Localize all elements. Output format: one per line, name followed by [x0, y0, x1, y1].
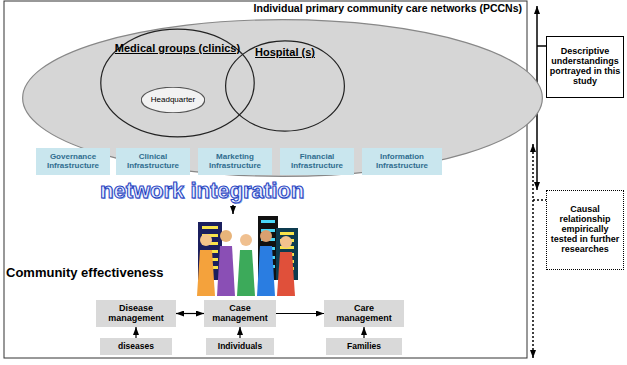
community-illustration: [197, 250, 215, 296]
community-illustration: [237, 250, 255, 296]
node-label: Descriptive understandings portrayed in …: [549, 47, 621, 87]
process-box: Financial Infrastructure: [280, 148, 354, 175]
integration-title: network integration: [100, 179, 304, 203]
node-label: Headquarter: [151, 96, 195, 105]
community-illustration: [200, 234, 212, 246]
node-label: Hospital (s): [255, 46, 315, 58]
node-label: Marketing Infrastructure: [200, 153, 270, 171]
connector-arrow: [176, 313, 204, 314]
process-box: Governance Infrastructure: [36, 148, 110, 175]
node-label: Medical groups (clinics): [115, 42, 240, 54]
process-box: Care management: [324, 300, 404, 327]
community-illustration: [260, 230, 272, 242]
node-label: Care management: [326, 304, 402, 324]
ellipse-shape: [101, 29, 254, 137]
study-scope-arrows: [532, 144, 534, 358]
process-box: diseases: [100, 338, 172, 355]
node-label: Individuals: [218, 342, 262, 351]
ellipse-node: Headquarter: [141, 87, 205, 113]
node-label: Case management: [206, 304, 274, 324]
node-label: Clinical Infrastructure: [118, 153, 188, 171]
study-scope-arrows: [537, 45, 546, 47]
community-illustration: [277, 252, 295, 296]
city-windows: [202, 226, 218, 229]
ellipse-shape: [23, 20, 543, 177]
node-label: diseases: [118, 342, 154, 351]
ellipse-shape: [226, 41, 345, 131]
city-windows: [280, 232, 294, 235]
connector-arrow: [276, 313, 324, 314]
community-illustration: [197, 216, 298, 296]
node-label: Financial Infrastructure: [282, 153, 352, 171]
connector-arrow: [239, 327, 240, 338]
community-illustration: [240, 234, 252, 246]
process-box: Individuals: [206, 338, 274, 355]
node-label: Causal relationship empirically tested i…: [549, 205, 621, 254]
process-box: Descriptive understandings portrayed in …: [546, 36, 624, 98]
connector-arrow: [363, 327, 364, 338]
node-label: Families: [347, 342, 381, 351]
node-label: Governance Infrastructure: [38, 153, 108, 171]
connector-arrow: [135, 327, 136, 338]
study-scope-arrows: [533, 199, 546, 201]
ellipse-shape: [141, 87, 204, 112]
ellipse-node: Headquarter Medical groups (clinics) Hospi…: [20, 18, 545, 178]
process-box: Disease management: [96, 300, 176, 327]
integration-arrow: [233, 205, 234, 214]
section-title: Community effectiveness: [6, 266, 164, 280]
community-illustration: [257, 246, 275, 296]
city-windows: [261, 220, 275, 223]
process-box: Marketing Infrastructure: [198, 148, 272, 175]
study-scope-arrows: [533, 6, 546, 358]
community-illustration: [217, 246, 235, 296]
network-heading: Individual primary community care networ…: [254, 3, 522, 15]
ellipse-node: Headquarter Medical groups (clinics): [100, 28, 255, 138]
community-illustration: [280, 236, 292, 248]
process-box: Families: [326, 338, 402, 355]
process-box: Case management: [204, 300, 276, 327]
process-box: Information Infrastructure: [362, 148, 442, 175]
process-box: Clinical Infrastructure: [116, 148, 190, 175]
node-label: Disease management: [98, 304, 174, 324]
process-box: Causal relationship empirically tested i…: [546, 190, 624, 270]
node-label: Information Infrastructure: [364, 153, 440, 171]
ellipse-node: Hospital (s): [225, 40, 345, 132]
integration-arrow: [232, 205, 234, 214]
community-illustration: [220, 230, 232, 242]
